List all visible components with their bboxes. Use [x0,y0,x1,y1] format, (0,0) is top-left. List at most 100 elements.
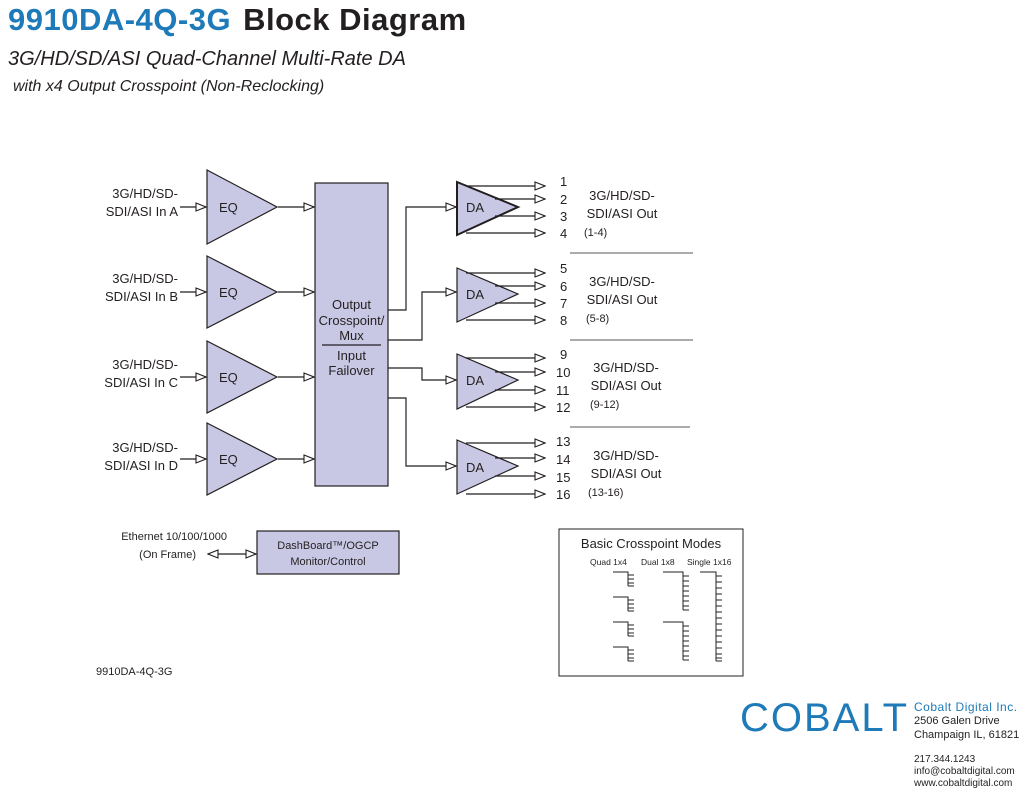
crosspoint-line4: Input [337,348,366,363]
crosspoint-to-da-wiring [388,207,456,466]
subtitle-2: with x4 Output Crosspoint (Non-Reclockin… [13,78,325,95]
out-3-label-line1: 3G/HD/SD- [593,360,659,375]
mode-quad-symbol [613,571,634,662]
crosspoint-modes-box: Basic Crosspoint Modes Quad 1x4 Dual 1x8… [558,528,744,677]
out-2-label-line1: 3G/HD/SD- [589,274,655,289]
eq-amp-b [206,255,279,329]
da-amp-1 [456,180,521,237]
crosspoint-line5: Failover [328,363,375,378]
title-text: Block Diagram [243,2,467,37]
input-c-label-line1: 3G/HD/SD- [112,357,178,372]
modes-frame [558,528,744,677]
da-amp-2 [456,267,520,323]
wire-to-da-3 [388,367,456,380]
dashboard-line2: Monitor/Control [290,556,365,568]
company-web: www.cobaltdigital.com [914,778,1013,789]
crosspoint-rect [314,182,389,487]
out-num-11: 11 [556,383,570,398]
modes-title: Basic Crosspoint Modes [581,536,722,551]
input-channel-d: 3G/HD/SD- SDI/ASI In D EQ [104,422,314,496]
out-num-8: 8 [560,313,567,328]
out-1-range: (1-4) [584,227,607,239]
out-num-6: 6 [560,279,567,294]
out-4-label-line1: 3G/HD/SD- [593,448,659,463]
out-num-16: 16 [556,487,570,502]
da-4-label: DA [466,460,484,475]
out-1-label-line2: SDI/ASI Out [587,206,658,221]
input-d-label-line2: SDI/ASI In D [104,458,178,473]
eq-c-label: EQ [219,370,238,385]
input-a-label-line2: SDI/ASI In A [106,204,179,219]
company-name: Cobalt Digital Inc. [914,700,1018,714]
out-num-3: 3 [560,209,567,224]
out-3-range: (9-12) [590,399,619,411]
out-3-label-line2: SDI/ASI Out [591,378,662,393]
footer-model: 9910DA-4Q-3G [96,666,172,678]
eq-amp-d [206,422,279,496]
out-num-14: 14 [556,452,570,467]
out-num-5: 5 [560,261,567,276]
company-info: Cobalt Digital Inc. 2506 Galen Drive Cha… [914,700,1019,742]
da-1-label: DA [466,200,484,215]
input-channel-a: 3G/HD/SD- SDI/ASI In A EQ [106,169,314,245]
da-group-2: DA 5 6 7 8 3G/HD/SD- SDI/ASI Out (5-8) [456,261,693,341]
eq-d-label: EQ [219,452,238,467]
input-channel-c: 3G/HD/SD- SDI/ASI In C EQ [104,340,314,414]
out-num-2: 2 [560,192,567,207]
eq-b-label: EQ [219,285,238,300]
crosspoint-line1: Output [332,297,371,312]
out-num-12: 12 [556,400,570,415]
input-b-label-line1: 3G/HD/SD- [112,271,178,286]
wire-to-da-1 [388,207,456,311]
ethernet-label-line2: (On Frame) [139,549,196,561]
eq-amp-a [206,169,279,245]
out-num-9: 9 [560,347,567,362]
da-amp-3 [456,353,520,410]
wire-to-da-4 [388,397,456,466]
out-num-1: 1 [560,174,567,189]
crosspoint-line2: Crosspoint/ [319,313,385,328]
da-3-label: DA [466,373,484,388]
eq-amp-c [206,340,279,414]
wire-to-da-2 [388,292,456,341]
out-num-10: 10 [556,365,570,380]
ethernet-label-line1: Ethernet 10/100/1000 [121,531,227,543]
input-d-label-line1: 3G/HD/SD- [112,440,178,455]
page-title: 9910DA-4Q-3G Block Diagram [8,2,467,38]
mode-single-symbol [700,571,722,662]
input-c-label-line2: SDI/ASI In C [104,375,178,390]
mode-quad-label: Quad 1x4 [590,557,627,567]
mode-dual-label: Dual 1x8 [641,557,675,567]
company-email: info@cobaltdigital.com [914,766,1015,777]
out-2-label-line2: SDI/ASI Out [587,292,658,307]
eq-a-label: EQ [219,200,238,215]
crosspoint-block: Output Crosspoint/ Mux Input Failover [314,182,389,487]
company-phone: 217.344.1243 [914,754,976,765]
out-1-label-line1: 3G/HD/SD- [589,188,655,203]
out-num-7: 7 [560,296,567,311]
out-num-15: 15 [556,470,570,485]
cobalt-logo: COBALT [740,696,910,740]
out-4-label-line2: SDI/ASI Out [591,466,662,481]
da-group-3: DA 9 10 11 12 3G/HD/SD- SDI/ASI Out (9-1… [456,347,690,428]
da-2-label: DA [466,287,484,302]
dashboard-block [256,530,400,575]
da-group-1: DA 1 2 3 4 3G/HD/SD- SDI/ASI Out (1-4) [456,174,693,254]
control-section: Ethernet 10/100/1000 (On Frame) DashBoar… [121,530,400,575]
input-a-label-line1: 3G/HD/SD- [112,186,178,201]
da-amp-4 [456,439,520,495]
mode-single-label: Single 1x16 [687,557,732,567]
input-channel-b: 3G/HD/SD- SDI/ASI In B EQ [105,255,314,329]
title-model: 9910DA-4Q-3G [8,2,232,37]
subtitle: 3G/HD/SD/ASI Quad-Channel Multi-Rate DA [8,48,406,70]
dashboard-line1: DashBoard™/OGCP [277,540,378,552]
crosspoint-line3: Mux [339,328,364,343]
out-num-4: 4 [560,226,567,241]
out-4-range: (13-16) [588,487,623,499]
out-num-13: 13 [556,434,570,449]
company-address-line1: 2506 Galen Drive [914,715,1000,727]
out-2-range: (5-8) [586,313,609,325]
company-contact: 217.344.1243 info@cobaltdigital.com www.… [914,754,1015,790]
company-address-line2: Champaign IL, 61821 [914,729,1020,741]
input-b-label-line2: SDI/ASI In B [105,289,178,304]
